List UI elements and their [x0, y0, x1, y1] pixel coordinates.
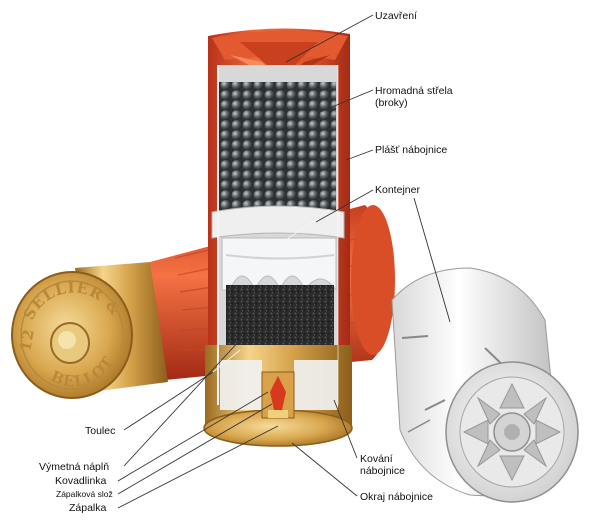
label-crimp: Uzavření: [375, 10, 417, 22]
label-shot-2: (broky): [375, 97, 408, 109]
shot-column: [218, 82, 336, 222]
cutaway-shell: [203, 28, 353, 447]
primer-flame: [270, 376, 286, 410]
label-wad: Toulec: [85, 425, 115, 437]
label-shot: Hromadná střela: [375, 85, 453, 97]
white-container: [391, 267, 579, 503]
label-primer-compound: Zápalková slož: [56, 489, 113, 499]
label-primer: Zápalka: [69, 502, 107, 514]
lying-shell-end: [351, 205, 395, 355]
label-head-2: nábojnice: [360, 465, 405, 477]
label-hull: Plášť nábojnice: [375, 144, 447, 156]
label-rim: Okraj nábojnice: [360, 491, 433, 503]
leader-lines: [117, 14, 451, 509]
head-stamp-gauge: 12: [16, 327, 38, 353]
labels: Uzavření Hromadná střela (broky) Plášť n…: [39, 10, 453, 514]
label-head: Kování: [360, 453, 393, 465]
label-propellant: Výmetná náplň: [39, 461, 109, 473]
label-anvil: Kovadlinka: [55, 475, 107, 487]
label-container: Kontejner: [375, 184, 420, 196]
